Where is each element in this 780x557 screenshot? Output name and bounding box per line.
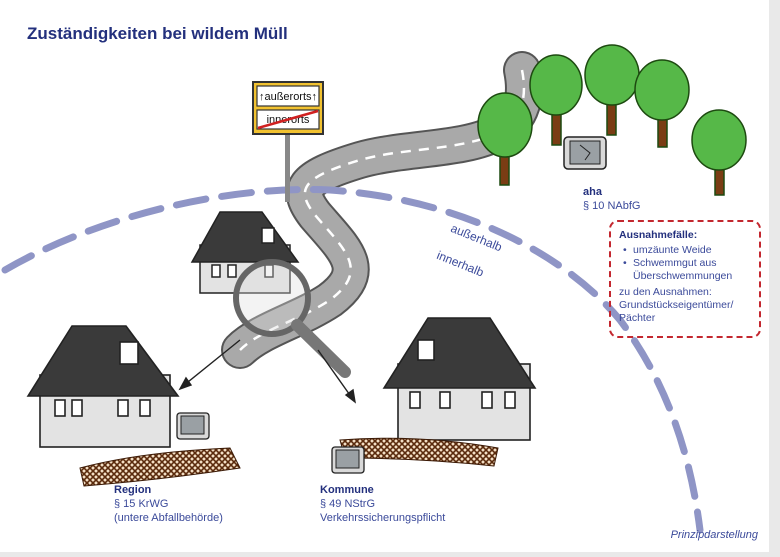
tv-icon-kommune [331, 446, 365, 474]
exceptions-heading: Ausnahmefälle: [619, 229, 698, 241]
house-right [382, 317, 537, 441]
sign-top-text: ↑außerorts↑ [259, 91, 317, 103]
trees [477, 44, 747, 196]
house-center [190, 211, 300, 294]
region-law: § 15 KrWG [114, 498, 169, 510]
kommune-law: § 49 NStrG [320, 498, 376, 510]
road [221, 51, 543, 369]
town-sign: ↑außerorts↑ innerorts [252, 81, 324, 202]
exception-item: Schwemmgut aus Überschwemmungen [623, 257, 751, 283]
boundary-line [1, 185, 704, 534]
aha-name: aha [583, 186, 602, 198]
region-detail: (untere Abfallbehörde) [114, 512, 223, 524]
exception-item: umzäunte Weide [623, 244, 751, 257]
illustration-note: Prinzipdarstellung [670, 529, 758, 541]
page-title: Zuständigkeiten bei wildem Müll [27, 24, 288, 43]
aha-law: § 10 NAbfG [583, 200, 641, 212]
exceptions-footer: zu den Ausnahmen: Grundstückseigentümer/… [619, 286, 734, 324]
exceptions-box: Ausnahmefälle: umzäunte Weide Schwemmgut… [609, 220, 761, 338]
slide: ↑außerorts↑ innerorts [0, 0, 769, 552]
magnifier-icon [233, 259, 351, 378]
kommune-detail: Verkehrssicherungspflicht [320, 512, 446, 524]
house-left [26, 325, 180, 448]
arrows [178, 339, 356, 404]
tv-icon-region [176, 412, 210, 440]
waste-piles [79, 437, 499, 487]
window-edge [769, 0, 780, 557]
exceptions-list: umzäunte Weide Schwemmgut aus Überschwem… [619, 244, 751, 283]
illustration: ↑außerorts↑ innerorts [1, 44, 747, 534]
tv-icon [563, 136, 607, 170]
kommune-name: Kommune [320, 484, 374, 496]
region-name: Region [114, 484, 152, 496]
